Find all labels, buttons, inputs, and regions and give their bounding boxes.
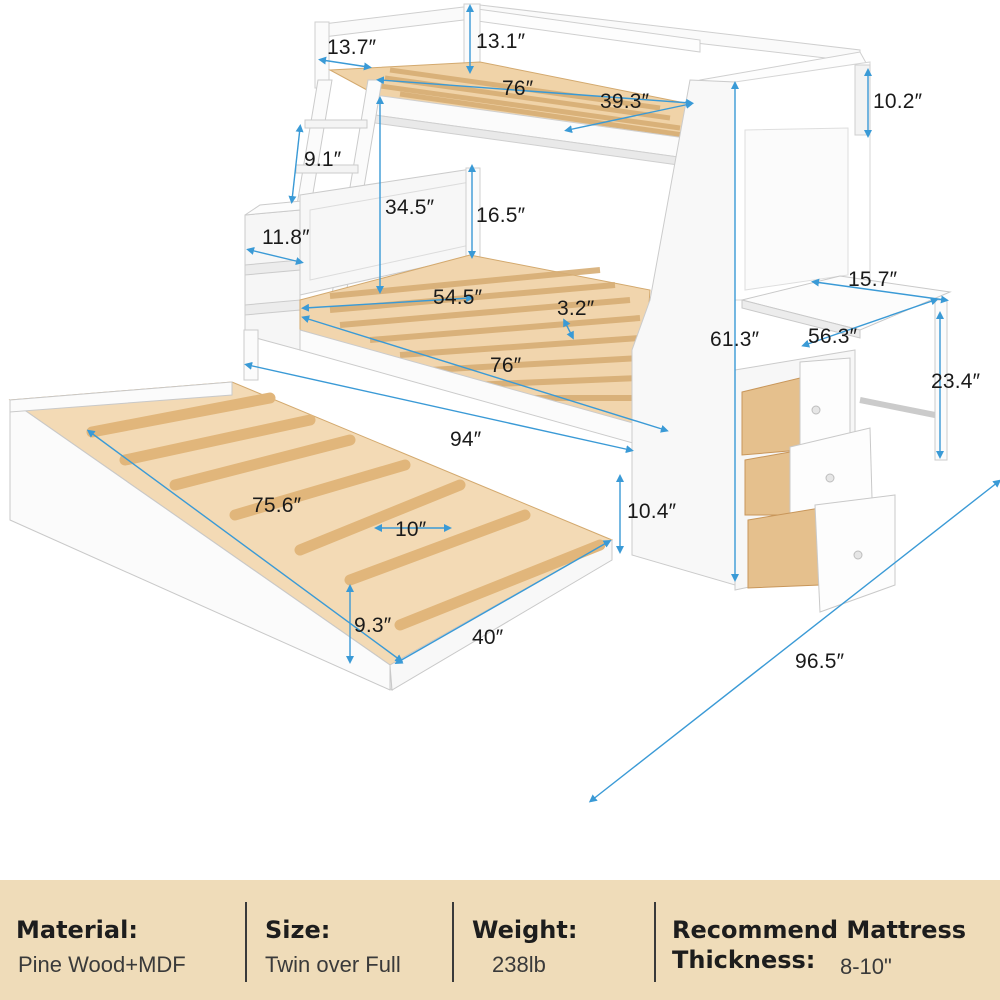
label-trundle-length: 75.6″ [252, 494, 302, 517]
label-top-bed-length: 76″ [502, 77, 534, 100]
spec-material: Material: Pine Wood+MDF [0, 880, 245, 1000]
label-bottom-bed-length: 76″ [490, 354, 522, 377]
label-slat-gap: 3.2″ [557, 297, 595, 320]
spec-mattress: Recommend Mattress Thickness: 8-10" [656, 880, 1000, 1000]
trundle [8, 381, 614, 692]
label-desk-width: 56.3″ [808, 325, 858, 348]
label-trundle-slat-gap: 10″ [395, 518, 427, 541]
desk-tower [631, 51, 952, 613]
weight-label: Weight: [472, 916, 578, 944]
bunk-bed-drawing [8, 3, 1000, 803]
mattress-value: 8-10" [840, 954, 892, 979]
size-value: Twin over Full [265, 952, 401, 977]
dimension-arrows [86, 4, 1000, 803]
spec-weight: Weight: 238lb [454, 880, 654, 1000]
mattress-label-line2: Thickness: [672, 946, 816, 974]
size-label: Size: [265, 916, 331, 944]
label-overall-height: 61.3″ [710, 328, 760, 351]
material-label: Material: [16, 916, 138, 944]
mattress-label-line1: Recommend Mattress [672, 916, 967, 944]
label-ladder-step-spacing: 9.1″ [304, 148, 342, 171]
divider [245, 902, 247, 982]
label-top-rail-width: 13.7″ [327, 36, 377, 59]
label-top-bed-width: 39.3″ [600, 90, 650, 113]
label-overall-length: 94″ [450, 428, 482, 451]
label-lower-clearance: 34.5″ [385, 196, 435, 219]
material-value: Pine Wood+MDF [18, 952, 186, 977]
label-desk-depth: 15.7″ [848, 268, 898, 291]
spec-banner: Material: Pine Wood+MDF Size: Twin over … [0, 880, 1000, 1000]
label-trundle-height: 9.3″ [354, 614, 392, 637]
spec-size: Size: Twin over Full [247, 880, 452, 1000]
label-lower-headboard-height: 16.5″ [476, 204, 526, 227]
label-stair-width: 11.8″ [262, 226, 310, 249]
divider [654, 902, 656, 982]
label-trundle-width: 40″ [472, 626, 504, 649]
label-desk-height: 23.4″ [931, 370, 981, 393]
weight-value: 238lb [492, 952, 546, 977]
label-base-height: 10.4″ [627, 500, 677, 523]
product-illustration: 13.7″ 13.1″ 76″ 39.3″ 10.2″ 9.1″ 34.5″ 1… [8, 3, 1000, 803]
divider [452, 902, 454, 982]
label-top-guard-height: 13.1″ [476, 30, 526, 53]
label-shelf-height: 10.2″ [873, 90, 923, 113]
label-overall-depth: 96.5″ [795, 650, 845, 673]
label-bottom-bed-width: 54.5″ [433, 286, 483, 309]
